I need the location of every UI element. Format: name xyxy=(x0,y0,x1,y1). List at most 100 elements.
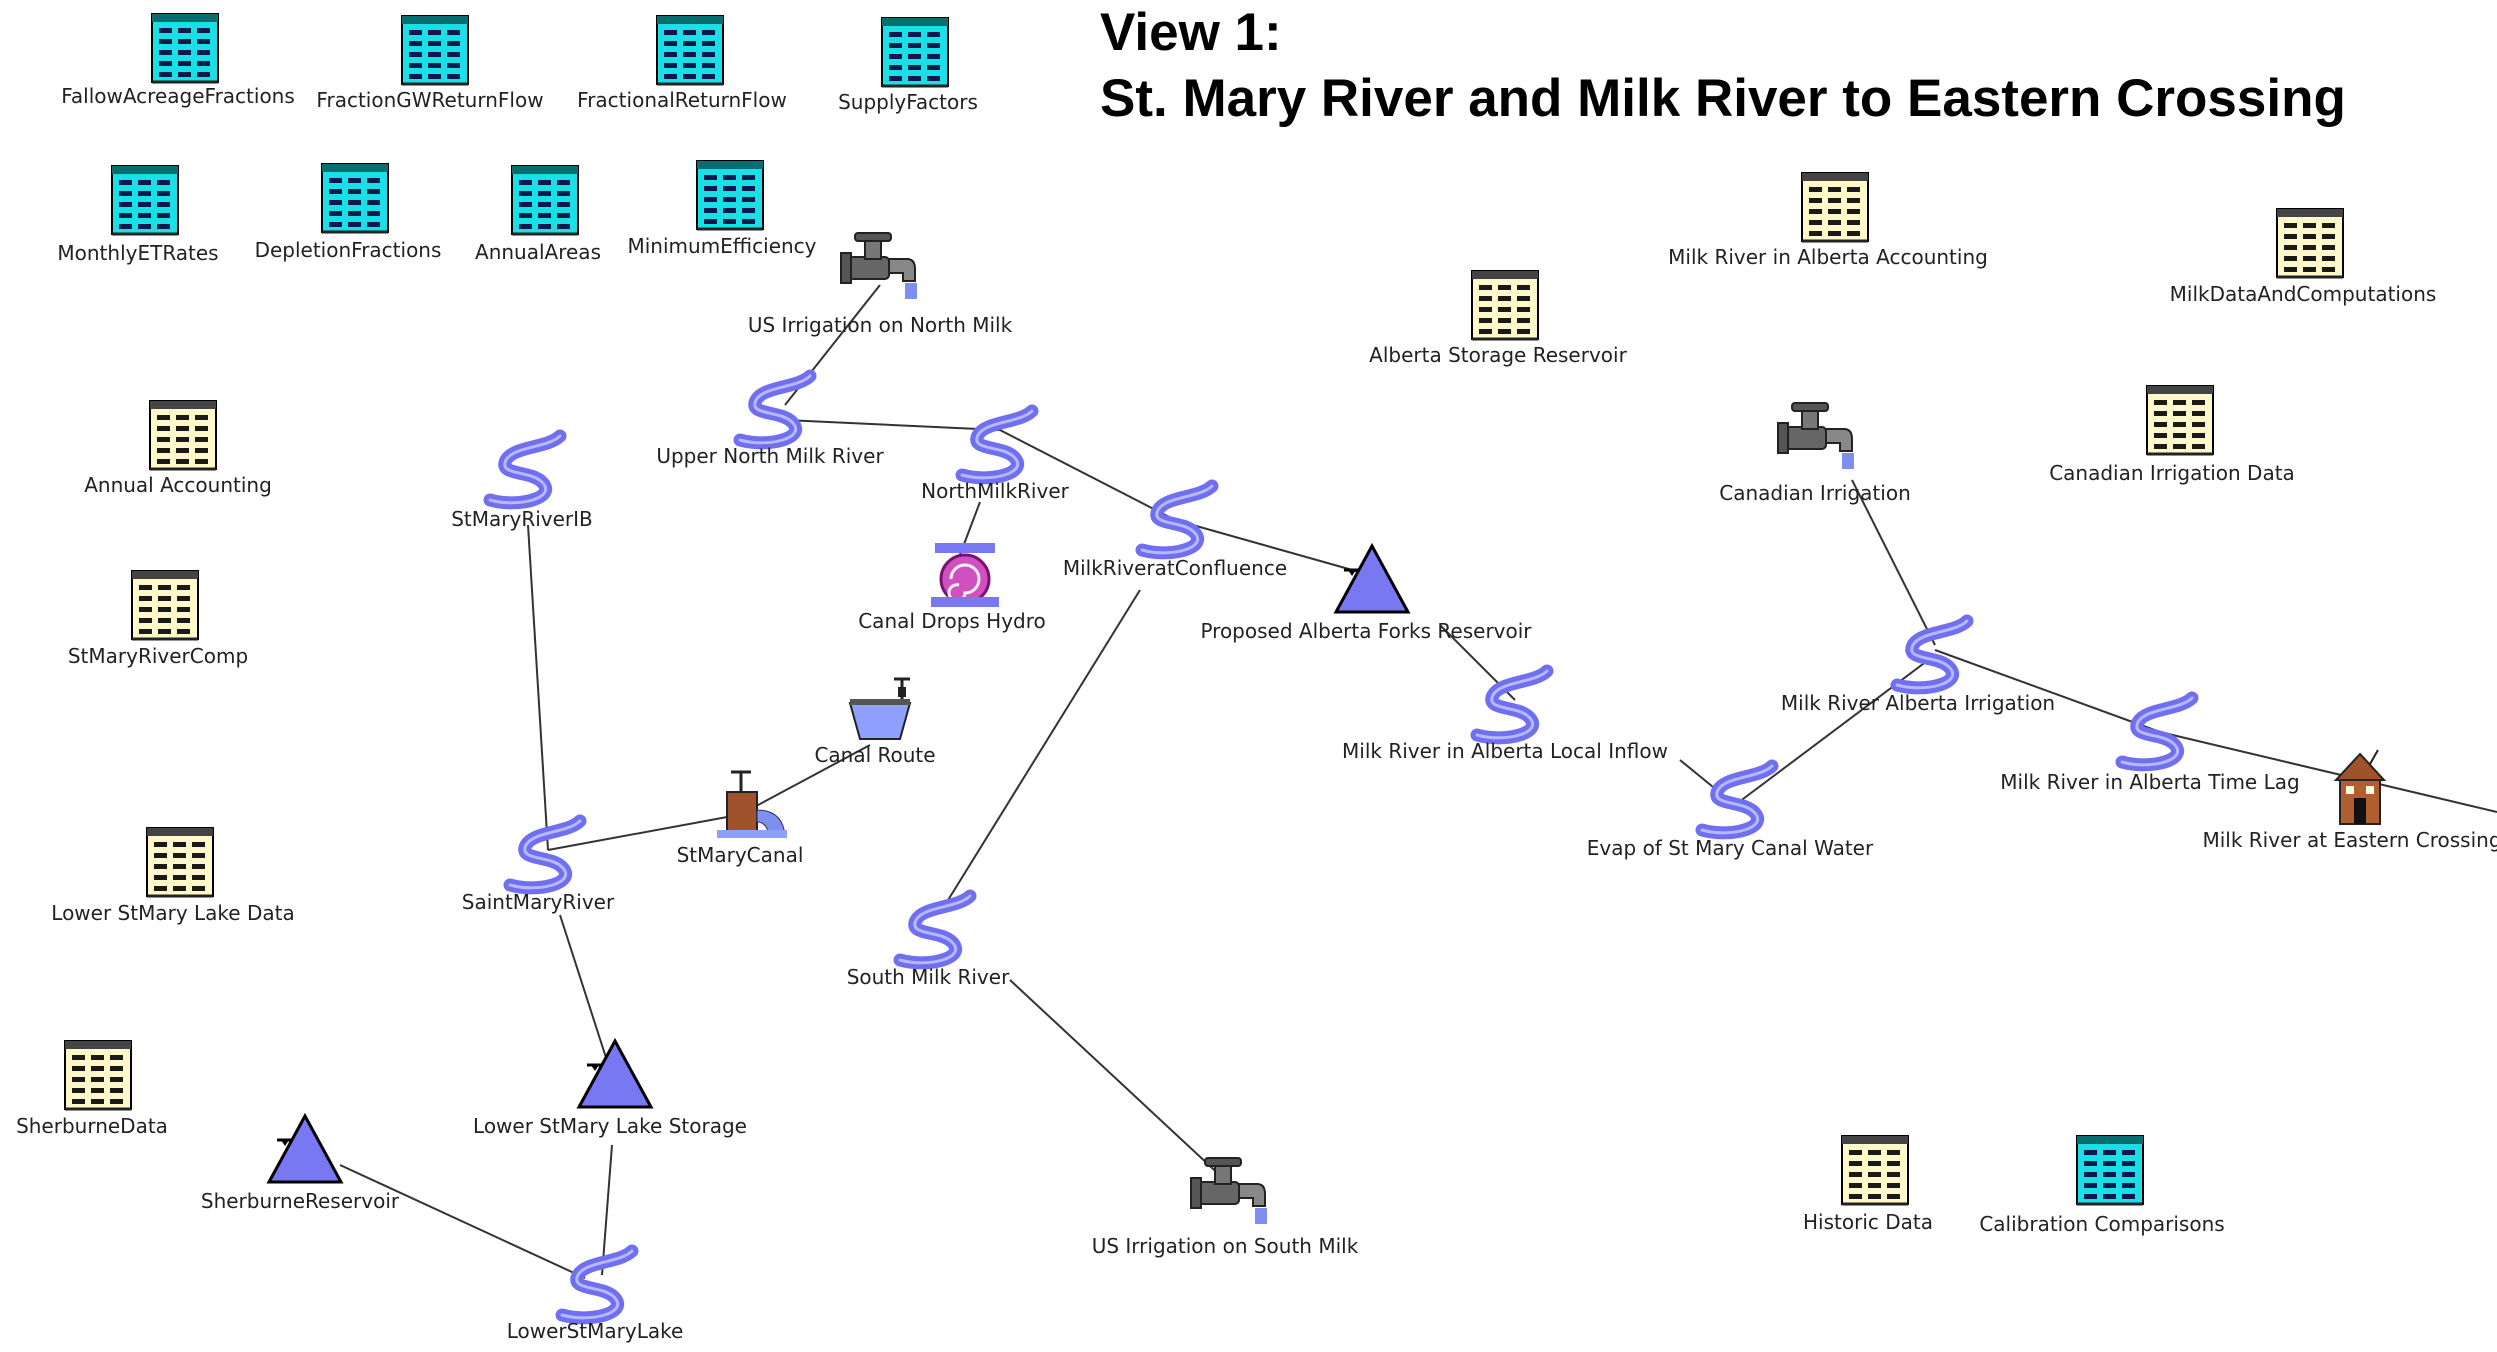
view-title: View 1: St. Mary River and Milk River to… xyxy=(1100,0,2346,132)
node-south-milk-river[interactable]: South Milk River xyxy=(847,896,1010,989)
data-table-icon xyxy=(145,826,215,898)
node-fallow-acreage-fractions[interactable]: FallowAcreageFractions xyxy=(61,12,295,108)
data-table-icon xyxy=(320,162,390,234)
node-label: Evap of St Mary Canal Water xyxy=(1587,836,1874,860)
node-sherburne-data[interactable]: SherburneData xyxy=(16,1039,168,1138)
data-table-icon xyxy=(655,14,725,86)
node-label: Milk River Alberta Irrigation xyxy=(1781,691,2055,715)
node-lower-stmary-lake-data[interactable]: Lower StMary Lake Data xyxy=(51,826,295,925)
node-fraction-gw-return-flow[interactable]: FractionGWReturnFlow xyxy=(316,14,544,112)
node-milk-river-at-confluence[interactable]: MilkRiveratConfluence xyxy=(1063,486,1287,580)
node-label: Milk River at Eastern Crossing xyxy=(2202,828,2497,852)
node-label: MinimumEfficiency xyxy=(627,234,816,258)
node-label: Canadian Irrigation xyxy=(1719,481,1911,505)
node-north-milk-river[interactable]: NorthMilkRiver xyxy=(921,411,1070,503)
river-reach-icon xyxy=(1702,766,1772,833)
node-milk-river-alberta-accounting[interactable]: Milk River in Alberta Accounting xyxy=(1668,171,1988,269)
node-calibration-comparisons[interactable]: Calibration Comparisons xyxy=(1979,1134,2225,1236)
node-label: US Irrigation on South Milk xyxy=(1092,1234,1359,1258)
river-reach-icon xyxy=(1897,621,1967,688)
node-label: StMaryCanal xyxy=(677,843,804,867)
node-lower-st-mary-lake[interactable]: LowerStMaryLake xyxy=(507,1251,684,1343)
node-supply-factors[interactable]: SupplyFactors xyxy=(838,16,978,114)
data-table-icon xyxy=(148,399,218,471)
node-label: SupplyFactors xyxy=(838,90,978,114)
node-annual-areas[interactable]: AnnualAreas xyxy=(475,164,601,264)
node-label: Historic Data xyxy=(1803,1210,1933,1234)
node-label: NorthMilkRiver xyxy=(921,479,1069,503)
node-alberta-storage-reservoir[interactable]: Alberta Storage Reservoir xyxy=(1369,269,1628,367)
node-upper-north-milk-river[interactable]: Upper North Milk River xyxy=(656,376,884,468)
river-reach-icon xyxy=(962,411,1032,478)
river-reach-icon xyxy=(740,376,810,443)
data-table-icon xyxy=(1470,269,1540,341)
node-label: US Irrigation on North Milk xyxy=(748,313,1013,337)
node-label: StMaryRiverIB xyxy=(451,507,593,531)
node-annual-accounting[interactable]: Annual Accounting xyxy=(84,399,272,497)
data-table-icon xyxy=(510,164,580,236)
node-st-mary-canal[interactable]: StMaryCanal xyxy=(677,770,804,867)
node-label: SherburneData xyxy=(16,1114,168,1138)
node-label: SaintMaryRiver xyxy=(462,890,615,914)
node-label: Canadian Irrigation Data xyxy=(2049,461,2295,485)
node-label: LowerStMaryLake xyxy=(507,1319,684,1343)
node-label: Calibration Comparisons xyxy=(1979,1212,2224,1236)
node-milk-river-alberta-irrigation[interactable]: Milk River Alberta Irrigation xyxy=(1781,621,2055,715)
view-title-line2: St. Mary River and Milk River to Eastern… xyxy=(1100,69,2346,128)
node-proposed-alberta-forks-reservoir[interactable]: Proposed Alberta Forks Reservoir xyxy=(1200,544,1532,643)
data-table-icon xyxy=(150,12,220,84)
data-table-icon xyxy=(110,164,180,236)
reservoir-icon xyxy=(267,1114,343,1184)
data-table-icon xyxy=(63,1039,133,1111)
node-us-irrigation-north-milk[interactable]: US Irrigation on North Milk xyxy=(748,232,1013,337)
reservoir-icon xyxy=(577,1039,653,1109)
data-table-icon xyxy=(1840,1134,1910,1206)
node-minimum-efficiency[interactable]: MinimumEfficiency xyxy=(627,159,817,258)
node-milk-data-and-computations[interactable]: MilkDataAndComputations xyxy=(2170,207,2437,306)
node-fractional-return-flow[interactable]: FractionalReturnFlow xyxy=(577,14,787,112)
node-label: Canal Drops Hydro xyxy=(858,609,1046,633)
node-st-mary-river-ib[interactable]: StMaryRiverIB xyxy=(451,436,593,531)
node-label: Alberta Storage Reservoir xyxy=(1369,343,1627,367)
node-us-irrigation-south-milk[interactable]: US Irrigation on South Milk xyxy=(1092,1157,1359,1258)
node-milk-river-alberta-time-lag[interactable]: Milk River in Alberta Time Lag xyxy=(2000,698,2300,794)
data-table-icon xyxy=(2275,207,2345,279)
node-label: Milk River in Alberta Accounting xyxy=(1668,245,1988,269)
node-depletion-fractions[interactable]: DepletionFractions xyxy=(255,162,442,262)
node-sherburne-reservoir[interactable]: SherburneReservoir xyxy=(201,1114,400,1213)
node-milk-river-alberta-local-inflow[interactable]: Milk River in Alberta Local Inflow xyxy=(1342,671,1668,763)
river-reach-icon xyxy=(562,1251,632,1318)
node-milk-river-eastern-crossing[interactable]: Milk River at Eastern Crossing xyxy=(2202,749,2497,852)
node-label: MonthlyETRates xyxy=(57,241,218,265)
node-label: MilkRiveratConfluence xyxy=(1063,556,1287,580)
node-saint-mary-river[interactable]: SaintMaryRiver xyxy=(462,821,615,914)
node-canadian-irrigation-data[interactable]: Canadian Irrigation Data xyxy=(2049,384,2295,485)
node-canal-route[interactable]: Canal Route xyxy=(814,677,936,767)
node-evap-st-mary-canal-water[interactable]: Evap of St Mary Canal Water xyxy=(1587,766,1874,860)
data-table-icon xyxy=(130,569,200,641)
node-monthly-et-rates[interactable]: MonthlyETRates xyxy=(57,164,219,265)
river-reach-icon xyxy=(1142,486,1212,553)
node-label: FallowAcreageFractions xyxy=(61,84,295,108)
node-label: Lower StMary Lake Data xyxy=(51,901,294,925)
node-label: Milk River in Alberta Local Inflow xyxy=(1342,739,1668,763)
node-label: Milk River in Alberta Time Lag xyxy=(2000,770,2299,794)
node-label: Upper North Milk River xyxy=(656,444,884,468)
node-label: SherburneReservoir xyxy=(201,1189,400,1213)
data-table-icon xyxy=(2075,1134,2145,1206)
node-label: DepletionFractions xyxy=(255,238,442,262)
node-label: Lower StMary Lake Storage xyxy=(473,1114,747,1138)
river-reach-icon xyxy=(510,821,580,888)
river-reach-icon xyxy=(490,436,560,503)
node-label: Proposed Alberta Forks Reservoir xyxy=(1200,619,1532,643)
faucet-icon xyxy=(1777,402,1855,470)
node-canal-drops-hydro[interactable]: Canal Drops Hydro xyxy=(858,541,1046,633)
node-historic-data[interactable]: Historic Data xyxy=(1803,1134,1933,1234)
faucet-icon xyxy=(1190,1157,1268,1225)
data-table-icon xyxy=(1800,171,1870,243)
node-canadian-irrigation[interactable]: Canadian Irrigation xyxy=(1719,402,1911,505)
node-st-mary-river-comp[interactable]: StMaryRiverComp xyxy=(68,569,248,668)
gauge-house-icon xyxy=(2335,749,2385,825)
node-lower-stmary-lake-storage[interactable]: Lower StMary Lake Storage xyxy=(473,1039,747,1138)
